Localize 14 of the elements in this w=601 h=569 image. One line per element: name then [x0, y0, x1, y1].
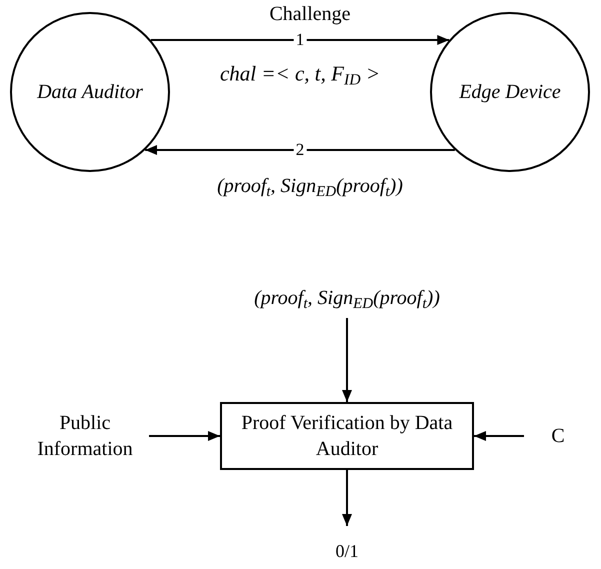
message-title: Challenge [269, 2, 351, 27]
arrow [149, 431, 220, 441]
arrow [145, 145, 455, 155]
arrow [342, 318, 352, 402]
arrow [474, 431, 524, 441]
node-label: Public Information [25, 409, 145, 463]
process-box: Proof Verification by Data Auditor [220, 402, 474, 470]
arrow [342, 470, 352, 526]
challenge-formula: chal =< c, t, F$_{ID}$ > [220, 60, 380, 90]
arrow [150, 35, 450, 45]
node-label: C [540, 420, 576, 452]
node-label: (proof$_{t}$, Sign$_{ED}$(proof$_{t}$)) [200, 282, 494, 314]
response-formula: (proof$_{t}$, Sign$_{ED}$(proof$_{t}$)) [217, 174, 403, 201]
node-label: 0/1 [320, 536, 374, 566]
